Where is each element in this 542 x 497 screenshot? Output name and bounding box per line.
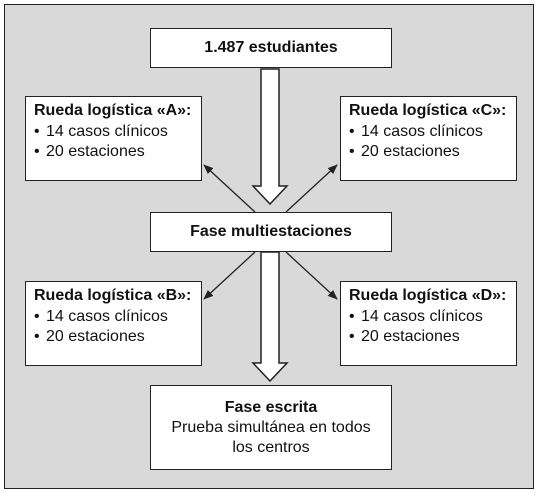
bullet-icon: • — [34, 308, 40, 325]
wheel-c-title: Rueda logística «C»: — [349, 102, 507, 119]
wheel-box-a: Rueda logística «A»: •14 casos clínicos … — [25, 96, 202, 181]
written-phase-line-1: Prueba simultánea en todos — [171, 418, 371, 436]
wheel-box-d: Rueda logística «D»: •14 casos clínicos … — [340, 281, 517, 366]
bullet-icon: • — [349, 328, 355, 345]
wheel-d-title: Rueda logística «D»: — [349, 287, 507, 304]
arrow-to-wheel-b — [203, 251, 256, 300]
arrow-to-wheel-c — [285, 164, 338, 213]
arrow-to-wheel-a — [203, 164, 256, 213]
wheel-a-title: Rueda logística «A»: — [34, 102, 192, 119]
list-item: •20 estaciones — [34, 328, 145, 345]
list-item: •20 estaciones — [349, 143, 460, 160]
list-item: •20 estaciones — [349, 328, 460, 345]
bullet-icon: • — [34, 123, 40, 140]
students-box: 1.487 estudiantes — [150, 28, 392, 68]
bullet-icon: • — [34, 143, 40, 160]
list-item: •20 estaciones — [34, 143, 145, 160]
bullet-icon: • — [349, 143, 355, 160]
list-item: •14 casos clínicos — [349, 308, 483, 325]
block-arrow-top — [251, 68, 289, 206]
written-phase-box: Fase escrita Prueba simultánea en todos … — [150, 385, 392, 470]
bullet-icon: • — [34, 328, 40, 345]
multistation-phase-label: Fase multiestaciones — [190, 223, 352, 240]
wheel-box-b: Rueda logística «B»: •14 casos clínicos … — [25, 281, 202, 366]
written-phase-title: Fase escrita — [224, 398, 318, 416]
list-item: •14 casos clínicos — [34, 308, 168, 325]
written-phase-line-2: los centros — [232, 438, 310, 456]
wheel-box-c: Rueda logística «C»: •14 casos clínicos … — [340, 96, 517, 181]
bullet-icon: • — [349, 308, 355, 325]
arrow-to-wheel-d — [285, 251, 338, 300]
bullet-icon: • — [349, 123, 355, 140]
wheel-b-title: Rueda logística «B»: — [34, 287, 192, 304]
list-item: •14 casos clínicos — [34, 123, 168, 140]
block-arrow-bottom — [251, 251, 289, 383]
multistation-phase-box: Fase multiestaciones — [150, 212, 392, 252]
students-label: 1.487 estudiantes — [204, 39, 338, 56]
list-item: •14 casos clínicos — [349, 123, 483, 140]
